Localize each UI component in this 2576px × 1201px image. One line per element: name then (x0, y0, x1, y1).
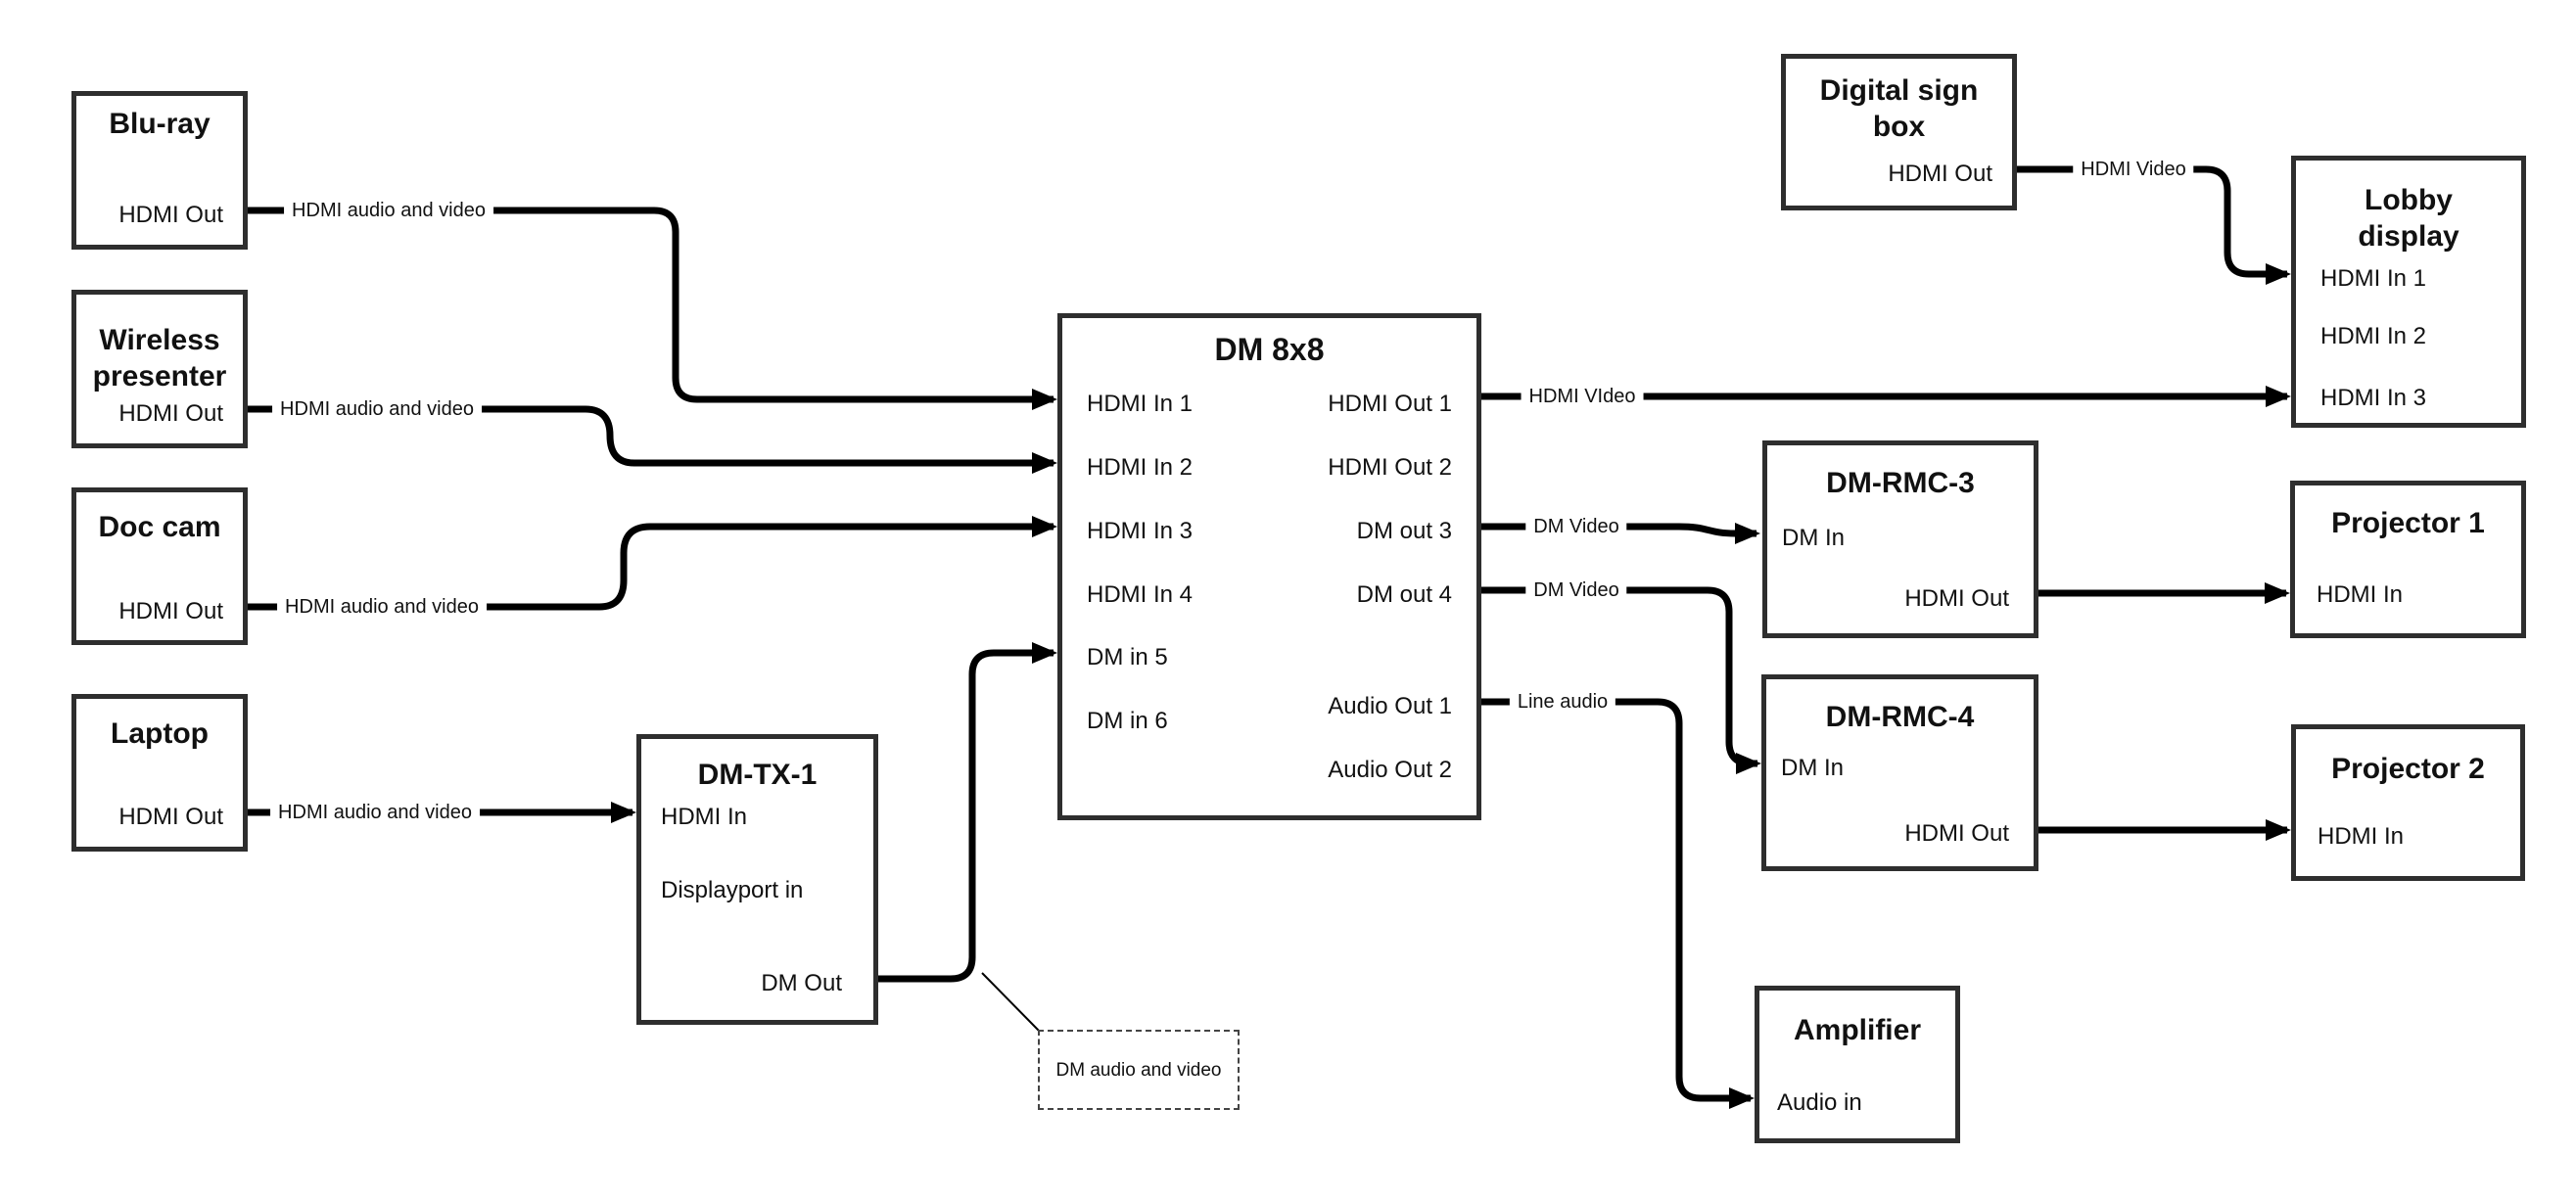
port-audio-in: Audio in (1777, 1089, 1862, 1116)
node-lobby-display[interactable]: Lobby display HDMI In 1 HDMI In 2 HDMI I… (2291, 156, 2526, 428)
node-dm-tx-1[interactable]: DM-TX-1 HDMI In Displayport in DM Out (636, 734, 878, 1025)
node-title: Lobby display (2358, 184, 2459, 253)
port-hdmi-out-2: HDMI Out 2 (1328, 454, 1452, 481)
port-hdmi-in-2: HDMI In 2 (2320, 323, 2427, 349)
port-hdmi-out: HDMI Out (1904, 820, 2009, 847)
node-projector-2[interactable]: Projector 2 HDMI In (2291, 724, 2525, 881)
port-audio-out-1: Audio Out 1 (1328, 693, 1452, 719)
edge-dm8x8-aout1-to-amp[interactable] (1481, 698, 1755, 1109)
port-hdmi-in-1: HDMI In 1 (1087, 391, 1194, 417)
wire-label-hdmi-av-doccam: HDMI audio and video (277, 595, 487, 619)
node-title: DM-TX-1 (697, 759, 818, 791)
port-hdmi-in-3: HDMI In 3 (1087, 518, 1194, 544)
node-dm-rmc-4[interactable]: DM-RMC-4 DM In HDMI Out (1761, 674, 2038, 871)
wire-label-line-audio: Line audio (1509, 690, 1616, 714)
node-title: Wireless presenter (92, 324, 227, 393)
node-doc-cam[interactable]: Doc cam HDMI Out (71, 487, 248, 645)
wire-label-hdmi-video-out1: HDMI VIdeo (1521, 385, 1644, 408)
port-hdmi-out: HDMI Out (118, 804, 223, 830)
port-hdmi-out-1: HDMI Out 1 (1328, 391, 1452, 417)
node-title: DM 8x8 (1214, 332, 1325, 367)
edge-wireless-to-dm8x8-in2[interactable] (248, 405, 1057, 474)
wire-label-hdmi-av-laptop: HDMI audio and video (270, 801, 480, 824)
wire-label-hdmi-av-wireless: HDMI audio and video (272, 397, 482, 421)
port-hdmi-in-3: HDMI In 3 (2320, 385, 2427, 411)
node-title: Projector 2 (2331, 753, 2485, 785)
node-title: Projector 1 (2331, 507, 2485, 539)
port-hdmi-in-4: HDMI In 4 (1087, 581, 1194, 608)
wire-label-dm-video-out4: DM Video (1525, 578, 1627, 602)
node-title: Amplifier (1793, 1014, 1922, 1046)
port-dm-out: DM Out (761, 970, 842, 996)
node-amplifier[interactable]: Amplifier Audio in (1755, 986, 1960, 1143)
port-hdmi-in-1: HDMI In 1 (2320, 265, 2427, 292)
port-hdmi-in: HDMI In (2318, 823, 2405, 850)
port-hdmi-out: HDMI Out (1904, 585, 2009, 612)
port-hdmi-out: HDMI Out (118, 400, 223, 427)
port-dm-in: DM In (1781, 755, 1845, 781)
node-laptop[interactable]: Laptop HDMI Out (71, 694, 248, 852)
edge-digisign-to-lobby-in1[interactable] (2017, 165, 2291, 285)
port-dm-in-6: DM in 6 (1087, 708, 1168, 734)
node-projector-1[interactable]: Projector 1 HDMI In (2290, 481, 2526, 638)
port-hdmi-in-2: HDMI In 2 (1087, 454, 1194, 481)
port-hdmi-out: HDMI Out (118, 598, 223, 624)
note-callout-line (981, 972, 1041, 1033)
port-hdmi-out: HDMI Out (1888, 161, 1992, 187)
edge-dm8x8-out4-to-dmrmc4[interactable] (1481, 586, 1761, 774)
node-dm-8x8[interactable]: DM 8x8 HDMI In 1 HDMI In 2 HDMI In 3 HDM… (1057, 313, 1481, 820)
note-text: DM audio and video (1055, 1059, 1222, 1081)
note-dm-audio-and-video: DM audio and video (1038, 1030, 1240, 1110)
port-dm-out-4: DM out 4 (1356, 581, 1452, 608)
node-wireless-presenter[interactable]: Wireless presenter HDMI Out (71, 290, 248, 448)
port-hdmi-in: HDMI In (661, 804, 748, 830)
edge-doccam-to-dm8x8-in3[interactable] (248, 516, 1057, 611)
edge-bluray-to-dm8x8-in1[interactable] (248, 207, 1057, 410)
node-bluray[interactable]: Blu-ray HDMI Out (71, 91, 248, 250)
edge-dmtx1-to-dm8x8-in5[interactable] (878, 642, 1057, 983)
port-dm-in-5: DM in 5 (1087, 644, 1168, 670)
port-hdmi-in: HDMI In (2317, 581, 2404, 608)
port-dm-in: DM In (1782, 525, 1846, 551)
wire-label-hdmi-av-bluray: HDMI audio and video (284, 199, 493, 222)
node-dm-rmc-3[interactable]: DM-RMC-3 DM In HDMI Out (1762, 440, 2038, 638)
port-audio-out-2: Audio Out 2 (1328, 757, 1452, 783)
edge-dm8x8-out3-to-dmrmc3[interactable] (1481, 523, 1760, 544)
wire-label-hdmi-video-digisign: HDMI Video (2073, 158, 2194, 181)
port-dm-out-3: DM out 3 (1356, 518, 1452, 544)
node-title: DM-RMC-4 (1825, 701, 1975, 733)
node-title: Blu-ray (109, 108, 211, 140)
node-title: Laptop (111, 717, 209, 750)
wire-label-dm-video-out3: DM Video (1525, 515, 1627, 538)
node-title: Doc cam (98, 511, 221, 543)
node-digital-sign-box[interactable]: Digital sign box HDMI Out (1781, 54, 2017, 210)
node-title: Digital sign box (1819, 74, 1979, 143)
node-title: DM-RMC-3 (1826, 467, 1975, 499)
port-displayport-in: Displayport in (661, 877, 804, 903)
port-hdmi-out: HDMI Out (118, 202, 223, 228)
